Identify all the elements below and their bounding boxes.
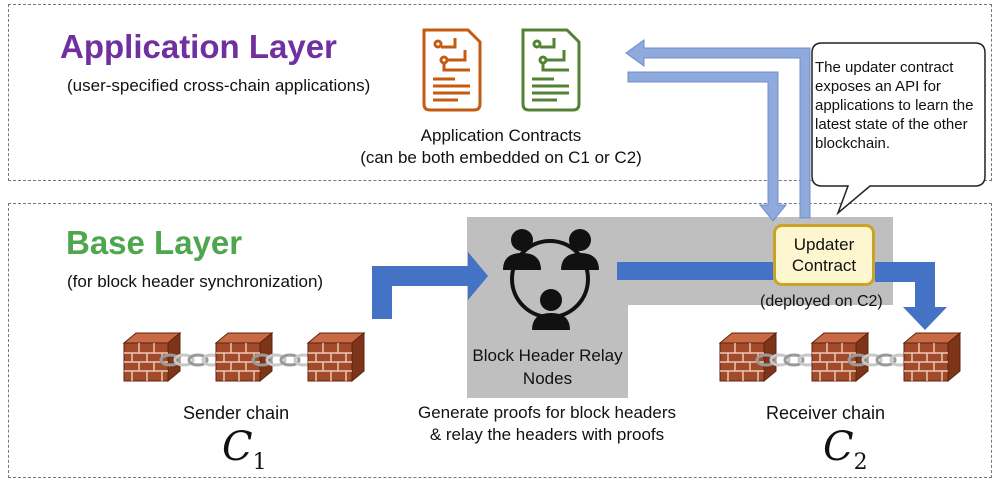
relay-description-2: & relay the headers with proofs — [429, 425, 665, 444]
contracts-label: Application Contracts — [420, 126, 582, 145]
sender-chain-icon — [123, 332, 365, 382]
contracts-sublabel: (can be both embedded on C1 or C2) — [360, 148, 642, 167]
arrow-app-to-updater — [627, 71, 788, 222]
updater-line-1: Updater — [793, 235, 855, 254]
sender-chain-label: Sender chain — [183, 403, 290, 423]
arrow-updater-to-receiver — [875, 262, 947, 330]
arrow-relay-to-updater — [617, 262, 777, 280]
application-layer-title: Application Layer — [60, 28, 337, 65]
relay-label: Block Header Relay — [472, 346, 623, 365]
callout-text: The updater contract exposes an API for … — [815, 59, 974, 152]
updater-contract-box: Updater Contract — [773, 224, 875, 286]
application-layer-box — [8, 4, 992, 181]
receiver-index: 2 — [853, 450, 868, 475]
receiver-chain-label: Receiver chain — [766, 403, 886, 423]
application-layer-subtitle: (user-specified cross-chain applications… — [67, 76, 371, 95]
sender-index: 1 — [252, 450, 267, 475]
relay-nodes-icon — [503, 229, 599, 330]
callout-bubble — [811, 42, 986, 216]
sender-symbol: C — [222, 424, 253, 470]
receiver-chain-symbol: C2 — [823, 424, 868, 475]
contract-icon-orange — [422, 28, 482, 112]
base-layer-box — [8, 203, 992, 478]
updater-deployed-label: (deployed on C2) — [760, 293, 883, 310]
base-layer-subtitle: (for block header synchronization) — [67, 272, 324, 291]
sender-chain-symbol: C1 — [222, 424, 267, 475]
contract-icon-green — [521, 28, 581, 112]
receiver-symbol: C — [823, 424, 854, 470]
relay-label-2: Nodes — [522, 369, 573, 388]
base-layer-title: Base Layer — [66, 224, 243, 261]
relay-description: Generate proofs for block headers — [418, 403, 676, 422]
receiver-chain-icon — [719, 332, 961, 382]
arrow-sender-to-relay — [372, 252, 488, 319]
arrow-updater-to-app — [625, 39, 811, 219]
updater-line-2: Contract — [791, 256, 857, 275]
